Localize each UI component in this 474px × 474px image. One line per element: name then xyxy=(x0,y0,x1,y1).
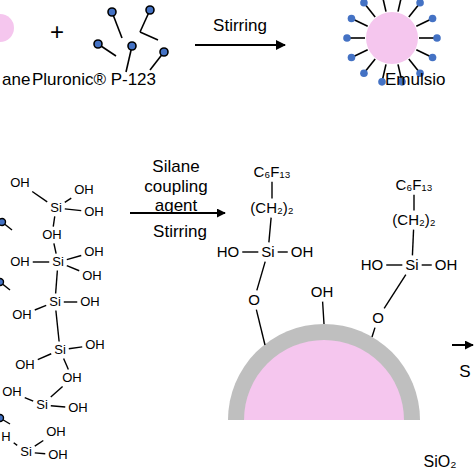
silica-shell xyxy=(228,324,420,420)
plus-sign: + xyxy=(50,18,64,46)
arrow-label: Silane coupling agent xyxy=(126,157,226,216)
oil-droplet xyxy=(0,14,14,42)
emulsion-droplet xyxy=(366,12,418,64)
material-label: SiO₂ xyxy=(424,453,457,471)
chem-atom: Si xyxy=(36,398,48,413)
chemical-bonds xyxy=(14,182,432,454)
chem-group: OH xyxy=(84,205,104,220)
chem-group: HO xyxy=(217,243,240,260)
chem-group: OH xyxy=(62,371,82,386)
chem-atom: Si xyxy=(54,343,66,358)
chem-group: HO xyxy=(361,256,384,273)
chem-group: OH xyxy=(15,358,35,373)
emulsion-label: Emulsio xyxy=(285,2,472,94)
chem-atom: Si xyxy=(50,201,62,216)
process-arrow xyxy=(195,44,285,46)
chem-group: OH xyxy=(82,269,102,284)
chem-group: OH xyxy=(84,245,104,260)
chem-group: OH xyxy=(42,228,62,243)
node-text: Pluronic® P-123 xyxy=(32,70,156,90)
chem-group: OH xyxy=(2,385,22,400)
chem-group: OH xyxy=(74,183,94,198)
surfactant-molecules xyxy=(94,6,168,72)
chem-atom: O xyxy=(372,309,384,326)
chem-group: OH xyxy=(48,448,68,463)
arrow-label: Stirring xyxy=(213,16,267,36)
node-text: Emulsio xyxy=(385,70,445,90)
chem-group: OH xyxy=(311,283,334,300)
chem-group: OH xyxy=(291,243,314,260)
chem-group: OH xyxy=(46,425,66,440)
oil-label: ane xyxy=(2,68,32,92)
chem-group: (CH₂)₂ xyxy=(392,211,435,228)
process-arrow xyxy=(452,344,473,346)
chem-atom: Si xyxy=(20,445,32,460)
chem-atom: O xyxy=(248,291,260,308)
chem-atom: Si xyxy=(261,243,274,260)
surfactant-label: Pluronic® P-123 xyxy=(32,2,195,94)
chem-group: OH xyxy=(435,256,458,273)
chem-group: C₆F₁₃ xyxy=(253,163,290,180)
chem-group: OH xyxy=(80,295,100,310)
chem-atom: Si xyxy=(405,256,418,273)
chem-atom: H xyxy=(1,430,10,445)
chem-group: OH xyxy=(68,401,88,416)
chem-group: OH xyxy=(12,308,32,323)
chem-group: OH xyxy=(10,176,30,191)
chem-group: (CH₂)₂ xyxy=(250,199,293,216)
chem-atom: Si xyxy=(52,255,64,270)
chem-group: OH xyxy=(85,338,105,353)
arrow-label: Stirring xyxy=(153,222,207,242)
node-text: ane xyxy=(2,70,30,90)
chem-group: OH xyxy=(10,255,30,270)
chem-group: C₆F₁₃ xyxy=(395,176,432,193)
chem-atom: Si xyxy=(49,295,61,310)
cut-text: S xyxy=(459,362,470,382)
droplet-core xyxy=(244,340,404,420)
